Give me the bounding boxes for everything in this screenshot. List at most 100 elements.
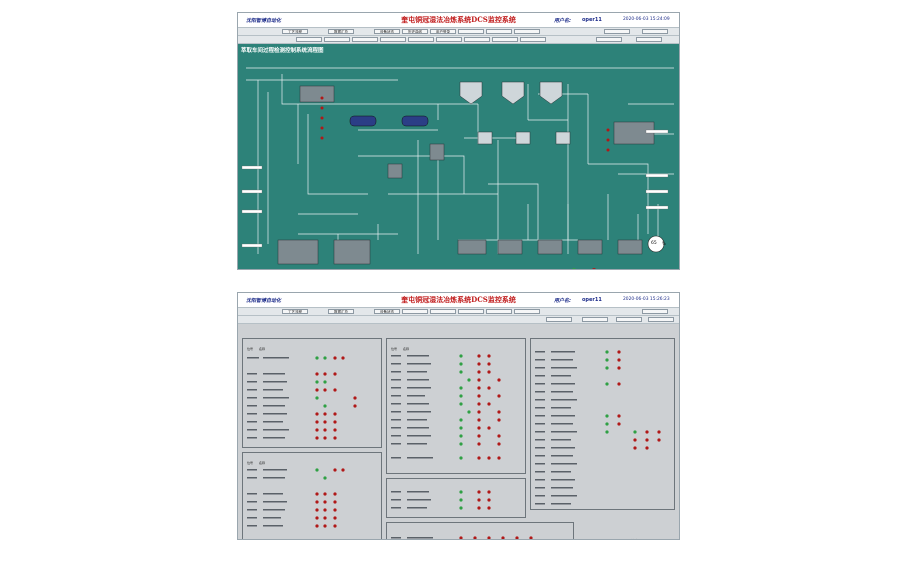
subnav-button-7[interactable] — [464, 37, 490, 42]
subnav-button-8[interactable] — [492, 37, 518, 42]
stopped-dots-4 — [477, 490, 491, 510]
panel-6-rows — [535, 350, 661, 505]
subnav-button-3b[interactable] — [616, 317, 642, 322]
system-title: 奎屯铜冠湿法冶炼系统DCS监控系统 — [401, 15, 516, 24]
user-label-2: 用户名: — [554, 298, 571, 304]
equipment-panel-3: 位号 名称 — [386, 338, 526, 474]
nav-button-6[interactable] — [458, 29, 484, 34]
row-text-marks — [247, 357, 289, 439]
subnav-button-6[interactable] — [436, 37, 462, 42]
equipment-panel-1: 位号 名称 — [242, 338, 382, 448]
col-name: 名称 — [259, 347, 266, 351]
nav-button-5b[interactable] — [430, 309, 456, 314]
nav-button-7b[interactable] — [486, 309, 512, 314]
subnav-button-5[interactable] — [408, 37, 434, 42]
equipment-tanks — [277, 85, 655, 265]
screen-header-2: 沈阳智博自动化 奎屯铜冠湿法冶炼系统DCS监控系统 用户名: oper11 20… — [238, 293, 679, 308]
running-dots-3 — [459, 354, 471, 460]
user-name: oper11 — [582, 17, 602, 23]
nav-data-summary-button[interactable]: 数据汇总 — [328, 29, 354, 34]
pump-indicators — [320, 96, 610, 269]
nav-device-status-button-2[interactable]: 设备状态 — [374, 309, 400, 314]
equipment-panel-2: 位号 名称 — [242, 452, 382, 539]
process-title: 萃取车间过程检测控制系统流程图 — [241, 48, 324, 54]
running-dots-6 — [605, 350, 637, 434]
subnav-button-4[interactable] — [380, 37, 406, 42]
stopped-dots-3 — [477, 354, 501, 460]
nav-button-8[interactable] — [514, 29, 540, 34]
panel-5-rows — [391, 536, 533, 539]
nav-button-10[interactable] — [642, 29, 668, 34]
col-name-3: 名称 — [403, 347, 410, 351]
running-dots-2 — [315, 468, 327, 480]
equipment-panel-4 — [386, 478, 526, 518]
subnav-button-10[interactable] — [596, 37, 622, 42]
nav-bar-secondary — [238, 36, 679, 44]
stopped-dots-6 — [617, 350, 661, 450]
panel-4-rows — [391, 490, 491, 510]
col-tag-3: 位号 — [391, 347, 398, 351]
nav-bar-primary-2: 工艺流程 数据汇总 设备状态 — [238, 308, 679, 316]
subnav-button-1b[interactable] — [546, 317, 572, 322]
nav-login-button[interactable]: 用户登录 — [430, 29, 456, 34]
subnav-button-9[interactable] — [520, 37, 546, 42]
row-text-marks-5 — [391, 537, 433, 539]
nav-button-9b[interactable] — [642, 309, 668, 314]
col-tag: 位号 — [247, 347, 254, 351]
subnav-button-2b[interactable] — [582, 317, 608, 322]
level-gauge-icon — [647, 235, 665, 253]
datetime-2: 2020-06-03 15:26:23 — [623, 297, 670, 302]
row-text-marks-6 — [535, 351, 577, 505]
nav-button-9[interactable] — [604, 29, 630, 34]
nav-data-summary-button-2[interactable]: 数据汇总 — [328, 309, 354, 314]
nav-button-4b[interactable] — [402, 309, 428, 314]
nav-history-trend-button[interactable]: 历史曲线 — [402, 29, 428, 34]
nav-process-flow-button[interactable]: 工艺流程 — [282, 29, 308, 34]
company-name: 沈阳智博自动化 — [246, 18, 282, 24]
col-name-2: 名称 — [259, 461, 266, 465]
col-tag-2: 位号 — [247, 461, 254, 465]
running-dots — [315, 356, 327, 408]
nav-process-flow-button-2[interactable]: 工艺流程 — [282, 309, 308, 314]
subnav-button-2[interactable] — [324, 37, 350, 42]
user-label: 用户名: — [554, 18, 571, 24]
process-diagram: 萃取车间过程检测控制系统流程图 — [238, 44, 679, 269]
reactor-vessels — [459, 81, 571, 145]
panel-1-rows — [247, 356, 357, 440]
gauge-value: 65 — [651, 241, 657, 246]
process-flow-screen: 沈阳智博自动化 奎屯铜冠湿法冶炼系统DCS监控系统 用户名: oper11 20… — [237, 12, 680, 270]
gauge-unit: % — [662, 241, 666, 246]
process-diagram-svg — [241, 67, 674, 269]
device-status-screen: 沈阳智博自动化 奎屯铜冠湿法冶炼系统DCS监控系统 用户名: oper11 20… — [237, 292, 680, 540]
instrument-tags — [241, 129, 669, 248]
nav-button-7[interactable] — [486, 29, 512, 34]
nav-bar-secondary-2 — [238, 316, 679, 324]
running-indicators — [572, 268, 576, 269]
row-text-marks-4 — [391, 491, 431, 509]
company-name-2: 沈阳智博自动化 — [246, 298, 282, 304]
device-status-area: 位号 名称 — [238, 324, 679, 540]
nav-button-6b[interactable] — [458, 309, 484, 314]
stopped-dots-5 — [459, 536, 533, 539]
nav-device-status-button[interactable]: 设备状态 — [374, 29, 400, 34]
panel-3-rows — [391, 354, 501, 460]
subnav-button-1[interactable] — [296, 37, 322, 42]
filter-units — [349, 115, 429, 127]
screen-header: 沈阳智博自动化 奎屯铜冠湿法冶炼系统DCS监控系统 用户名: oper11 20… — [238, 13, 679, 28]
stopped-dots — [315, 356, 357, 440]
row-text-marks-2 — [247, 469, 287, 527]
user-name-2: oper11 — [582, 297, 602, 303]
nav-bar-primary: 工艺流程 数据汇总 设备状态 历史曲线 用户登录 — [238, 28, 679, 36]
legend-running: 运行 — [601, 539, 608, 540]
subnav-button-4b[interactable] — [648, 317, 674, 322]
subnav-button-3[interactable] — [352, 37, 378, 42]
legend-stopped: 停止 — [631, 539, 638, 540]
equipment-panel-5 — [386, 522, 574, 539]
panel-2-rows — [247, 468, 345, 528]
row-text-marks-3 — [391, 355, 433, 459]
stopped-dots-2 — [315, 468, 345, 528]
datetime: 2020-06-03 15:24:09 — [623, 17, 670, 22]
nav-button-8b[interactable] — [514, 309, 540, 314]
system-title-2: 奎屯铜冠湿法冶炼系统DCS监控系统 — [401, 295, 516, 304]
subnav-button-11[interactable] — [636, 37, 662, 42]
